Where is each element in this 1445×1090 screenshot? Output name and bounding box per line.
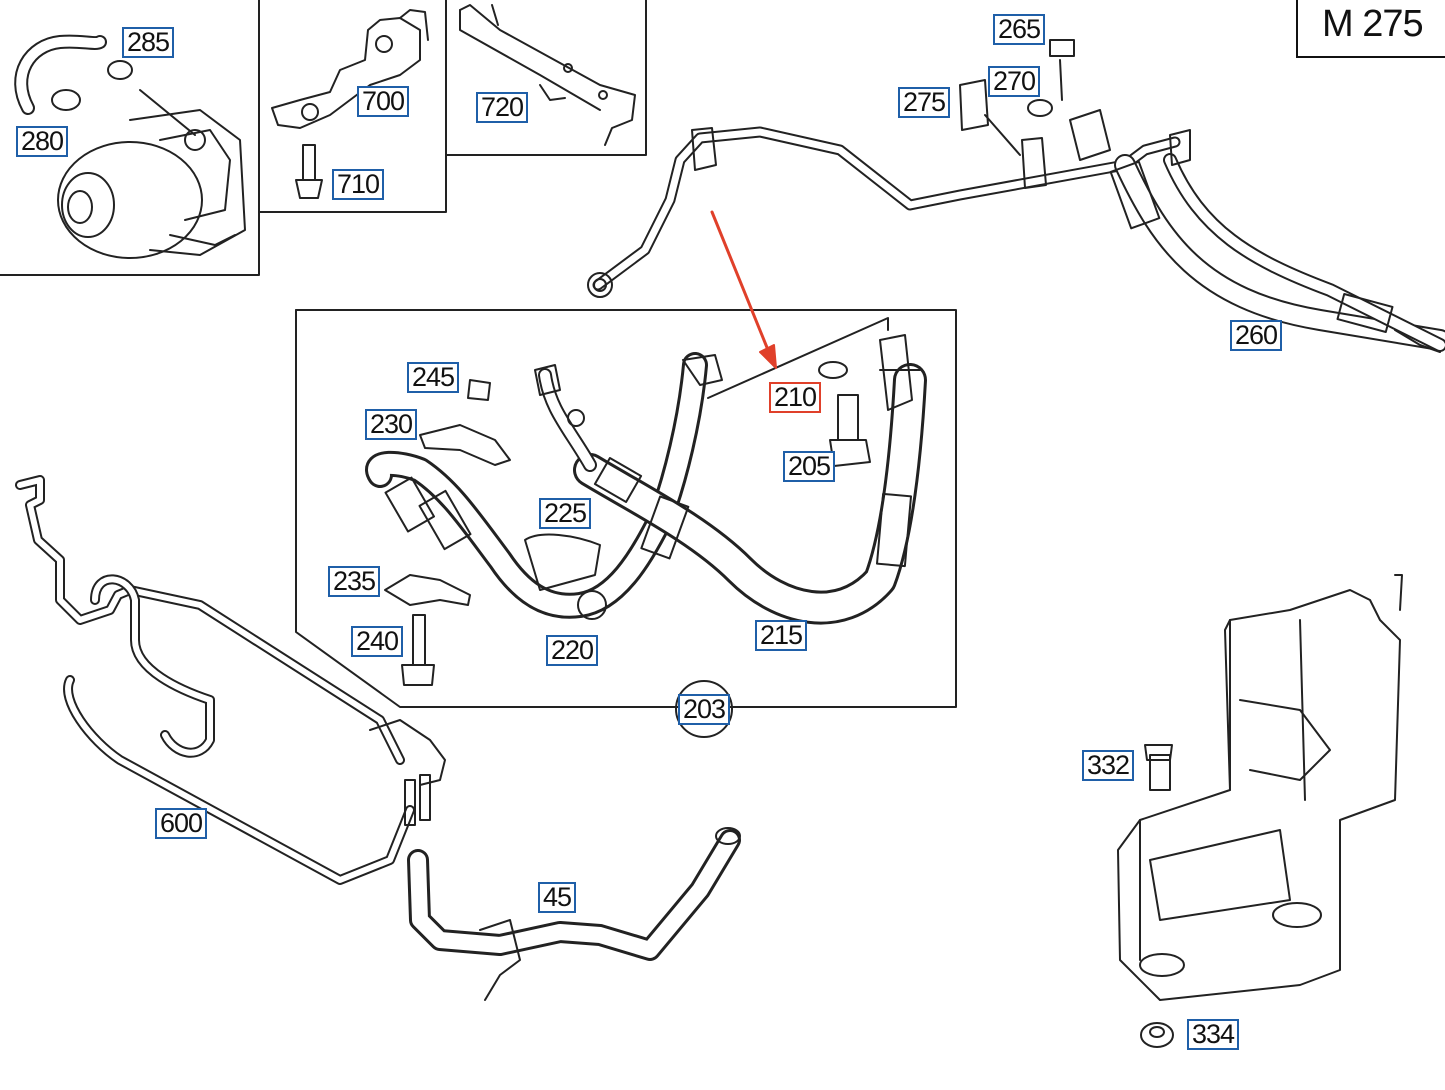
callout-205[interactable]: 205: [783, 451, 836, 482]
mounting-bracket-drawing: [1117, 574, 1403, 1048]
callout-225[interactable]: 225: [539, 498, 592, 529]
callout-280[interactable]: 280: [16, 126, 69, 157]
kit-frame-203: [295, 309, 957, 738]
bracket-700-drawing: [271, 9, 429, 199]
model-code: M 275: [1322, 3, 1424, 45]
callout-230[interactable]: 230: [365, 409, 418, 440]
bracket-720-drawing: [459, 4, 636, 146]
callout-210-highlighted[interactable]: 210: [769, 382, 822, 413]
callout-260[interactable]: 260: [1230, 320, 1283, 351]
callout-700[interactable]: 700: [357, 86, 410, 117]
callout-720[interactable]: 720: [476, 92, 529, 123]
callout-240[interactable]: 240: [351, 626, 404, 657]
callout-275[interactable]: 275: [898, 87, 951, 118]
callout-245[interactable]: 245: [407, 362, 460, 393]
hose-45-drawing: [407, 827, 741, 1001]
callout-45[interactable]: 45: [538, 882, 577, 913]
inset-frames: [0, 0, 647, 276]
callout-285[interactable]: 285: [122, 27, 175, 58]
callout-600[interactable]: 600: [155, 808, 208, 839]
callout-710[interactable]: 710: [332, 169, 385, 200]
oil-cooler-600-drawing: [15, 475, 446, 885]
clamps-drawing: [384, 379, 511, 686]
return-line-260-drawing: [587, 39, 1445, 353]
callout-332[interactable]: 332: [1082, 750, 1135, 781]
callout-334[interactable]: 334: [1187, 1019, 1240, 1050]
model-code-box: [1296, 0, 1445, 58]
highlight-arrow: [710, 210, 777, 369]
callout-235[interactable]: 235: [328, 566, 381, 597]
callout-203[interactable]: 203: [678, 694, 731, 725]
callout-265[interactable]: 265: [993, 14, 1046, 45]
callout-215[interactable]: 215: [755, 620, 808, 651]
callout-270[interactable]: 270: [988, 66, 1041, 97]
pump-assembly-drawing: [14, 34, 246, 259]
callout-220[interactable]: 220: [546, 635, 599, 666]
pressure-hose-drawing: [365, 352, 927, 625]
